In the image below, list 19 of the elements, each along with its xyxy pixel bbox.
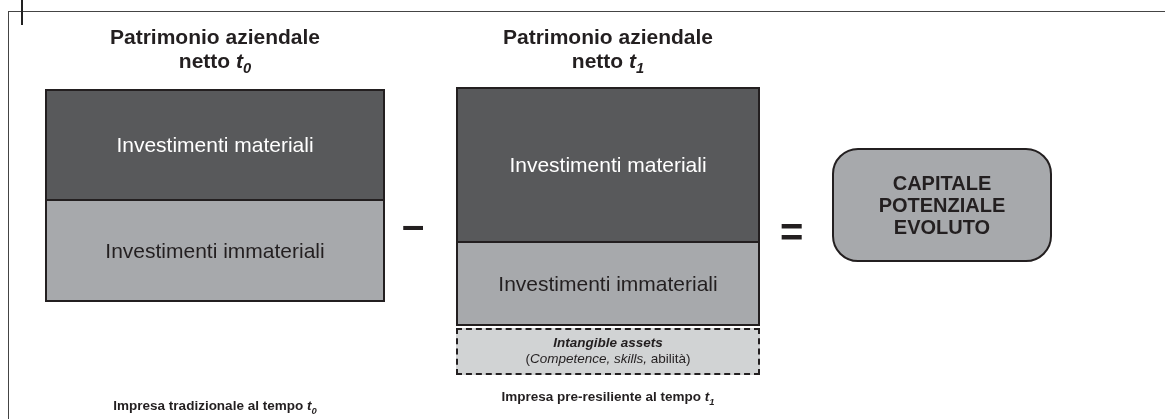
caption: Impresa tradizionale al tempo t$_{0}$ (112, 398, 318, 416)
segment-label: Investimenti immateriali (498, 271, 718, 296)
result-box (832, 148, 1052, 262)
segment-label: Investimenti immateriali (105, 238, 325, 263)
minus-sign: – (402, 205, 425, 245)
segment (47, 201, 383, 300)
segment-label: Investimenti materiali (116, 133, 314, 157)
group-heading: Patrimonio aziendale netto t$_{0}$ (108, 25, 322, 79)
group-heading: Patrimonio aziendale netto t$_{1}$ (501, 25, 715, 79)
segment (458, 89, 758, 243)
dashed-segment (456, 328, 760, 375)
segment-label: Investimenti materiali (509, 153, 707, 177)
segment-note: (Competence, skills, abilità) (524, 351, 692, 367)
result-text: CAPITALE POTENZIALE EVOLUTO (877, 172, 1007, 238)
equals-sign: = (780, 212, 804, 252)
caption: Impresa pre-resiliente al tempo t$_{1}$ (500, 389, 716, 407)
segment-title: Intangible assets (552, 335, 664, 351)
segment (47, 91, 383, 201)
segment (458, 243, 758, 324)
